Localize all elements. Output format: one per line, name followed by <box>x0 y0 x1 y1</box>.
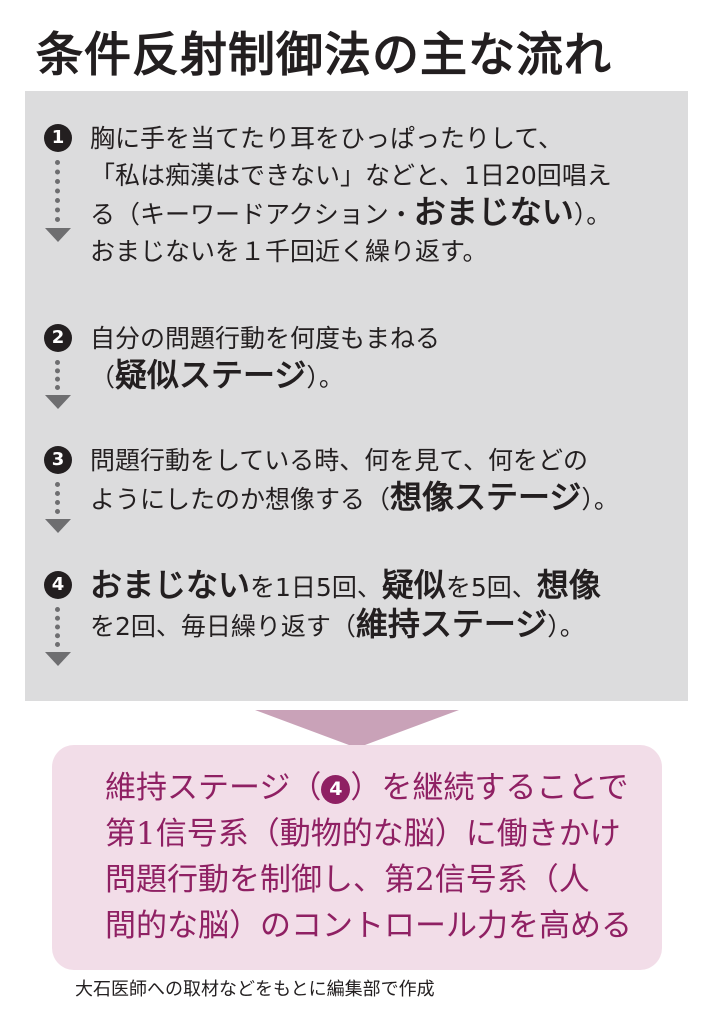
step-text-segment: 自分の問題行動を何度もまねる <box>90 324 441 353</box>
conclusion-line-4: 間的な脳）のコントロール力を高める <box>105 908 632 944</box>
conclusion-text: 維持ステージ（4）を継続することで 第1信号系（動物的な脳）に働きかけ 問題行動… <box>105 765 632 949</box>
emphasized-term: 想像 <box>536 566 601 604</box>
step-text-segment: を1日5回、 <box>250 573 382 602</box>
down-arrow-icon <box>45 395 71 409</box>
step-description: おまじないを1日5回、疑似を5回、想像を2回、毎日繰り返す（維持ステージ）。 <box>90 567 678 645</box>
down-arrow-icon <box>45 652 71 666</box>
step-text-segment: 胸に手を当てたり耳をひっぱったりして、 <box>90 124 564 153</box>
conclusion-line-2: 第1信号系（動物的な脳）に働きかけ <box>105 816 621 852</box>
step-number-badge: 1 <box>44 124 72 152</box>
large-down-arrow-icon <box>255 710 459 748</box>
step-description: 胸に手を当てたり耳をひっぱったりして、「私は痴漢はできない」などと、1日20回唱… <box>90 120 678 270</box>
flow-step-2: 2 自分の問題行動を何度もまねる （疑似ステージ）。 <box>25 320 688 420</box>
step-text-line: る（キーワードアクション・おまじない）。 <box>90 194 678 233</box>
emphasized-term: おまじない <box>413 193 574 231</box>
step-text-line: ようにしたのか想像する（想像ステージ）。 <box>90 479 678 518</box>
step-text-line: 問題行動をしている時、何を見て、何をどの <box>90 442 678 479</box>
step-text-line: 胸に手を当てたり耳をひっぱったりして、 <box>90 120 678 157</box>
step-text-segment: 「私は痴漢はできない」などと、1日20回唱え <box>90 161 612 190</box>
emphasized-term: 想像ステージ <box>390 478 582 516</box>
flow-step-4: 4 おまじないを1日5回、疑似を5回、想像を2回、毎日繰り返す（維持ステージ）。 <box>25 567 688 677</box>
dotted-connector <box>55 160 60 222</box>
step-text-line: 自分の問題行動を何度もまねる <box>90 320 678 357</box>
step-text-segment: 問題行動をしている時、何を見て、何をどの <box>90 446 589 475</box>
step-text-segment: ）。 <box>306 363 344 392</box>
down-arrow-icon <box>45 228 71 242</box>
step-4-number-badge: 4 <box>321 775 351 804</box>
step-text-line: （疑似ステージ）。 <box>90 357 678 396</box>
step-text-segment: ）。 <box>547 612 585 641</box>
conclusion-line-1-start: 維持ステージ（ <box>105 770 322 806</box>
emphasized-term: 疑似ステージ <box>115 356 307 394</box>
emphasized-term: 疑似 <box>381 566 446 604</box>
step-text-line: を2回、毎日繰り返す（維持ステージ）。 <box>90 606 678 645</box>
step-description: 問題行動をしている時、何を見て、何をどのようにしたのか想像する（想像ステージ）。 <box>90 442 678 518</box>
page-title: 条件反射制御法の主な流れ <box>36 28 612 83</box>
source-credit: 大石医師への取材などをもとに編集部で作成 <box>75 979 435 1000</box>
step-text-segment: おまじないを１千回近く繰り返す。 <box>90 237 488 266</box>
step-number-badge: 3 <box>44 446 72 474</box>
step-text-segment: （ <box>90 363 116 392</box>
step-description: 自分の問題行動を何度もまねる （疑似ステージ）。 <box>90 320 678 396</box>
conclusion-line-1-end: ）を継続することで <box>350 770 629 806</box>
step-number-badge: 4 <box>44 571 72 599</box>
dotted-connector <box>55 482 60 514</box>
step-text-segment: を5回、 <box>445 573 537 602</box>
conclusion-box: 維持ステージ（4）を継続することで 第1信号系（動物的な脳）に働きかけ 問題行動… <box>52 745 662 970</box>
step-text-segment: ）。 <box>573 200 612 229</box>
step-text-segment: る（キーワードアクション・ <box>90 200 414 229</box>
down-arrow-icon <box>45 519 71 533</box>
emphasized-term: 維持ステージ <box>355 605 548 643</box>
step-text-line: おまじないを1日5回、疑似を5回、想像 <box>90 567 678 606</box>
step-number-badge: 2 <box>44 324 72 352</box>
emphasized-term: おまじない <box>90 566 251 604</box>
step-text-segment: ）。 <box>581 485 619 514</box>
step-text-line: 「私は痴漢はできない」などと、1日20回唱え <box>90 157 678 194</box>
conclusion-line-3: 問題行動を制御し、第2信号系（人 <box>105 862 590 898</box>
conclusion-line-1: 維持ステージ（4）を継続することで <box>105 765 632 811</box>
step-text-line: おまじないを１千回近く繰り返す。 <box>90 233 678 270</box>
dotted-connector <box>55 607 60 647</box>
flow-step-1: 1 胸に手を当てたり耳をひっぱったりして、「私は痴漢はできない」などと、1日20… <box>25 120 688 310</box>
flow-step-3: 3 問題行動をしている時、何を見て、何をどのようにしたのか想像する（想像ステージ… <box>25 442 688 542</box>
flow-steps-panel: 1 胸に手を当てたり耳をひっぱったりして、「私は痴漢はできない」などと、1日20… <box>25 91 688 701</box>
step-text-segment: ようにしたのか想像する（ <box>90 485 391 514</box>
dotted-connector <box>55 360 60 390</box>
step-text-segment: を2回、毎日繰り返す（ <box>90 612 356 641</box>
